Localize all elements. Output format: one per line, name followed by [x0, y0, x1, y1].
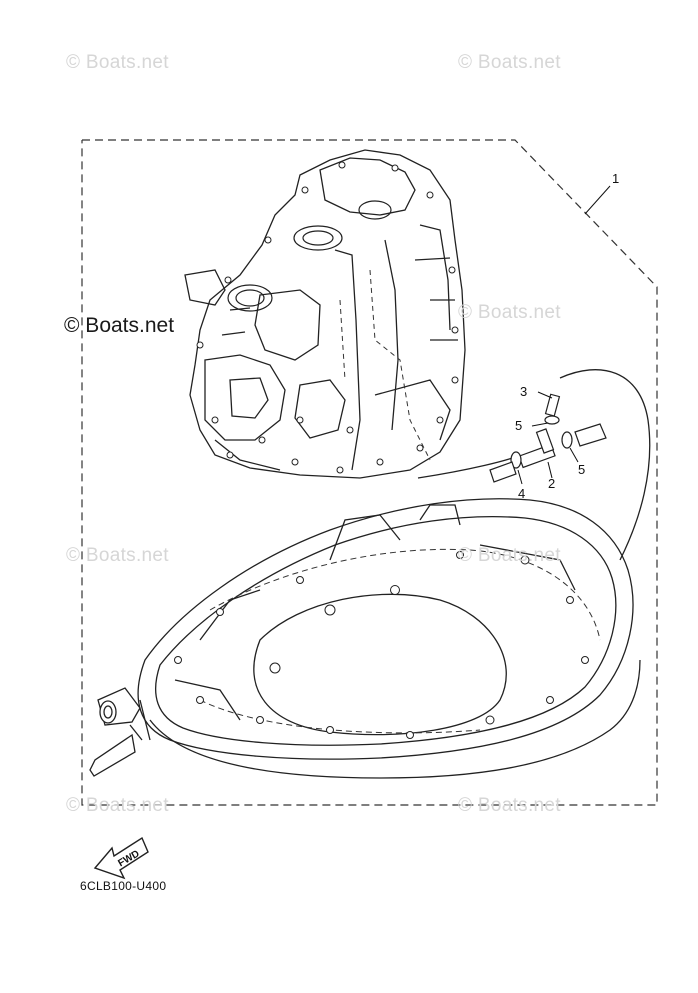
- callout-1[interactable]: 1: [612, 171, 620, 186]
- watermark-lower-left: © Boats.net: [66, 545, 169, 566]
- engine-bolts: [196, 161, 459, 474]
- diagram-code: 6CLB100-U400: [80, 879, 167, 893]
- engine-hidden-lines: [339, 269, 431, 461]
- fwd-arrow: FWD: [93, 836, 149, 880]
- bottom-cowling: [137, 498, 641, 779]
- watermark-bottom-right: © Boats.net: [458, 795, 561, 816]
- leader-1: [584, 185, 611, 215]
- watermark-top-right: © Boats.net: [458, 52, 561, 73]
- watermark-lower-right: © Boats.net: [458, 545, 561, 566]
- callout-3[interactable]: 3: [520, 384, 528, 399]
- callout-leaders: [517, 391, 579, 485]
- callout-5-upper[interactable]: 5: [515, 418, 523, 433]
- callout-4[interactable]: 4: [518, 486, 526, 501]
- watermark-bottom-left: © Boats.net: [66, 795, 169, 816]
- cowling-hidden-lines: [199, 548, 601, 734]
- assembly-boundary: [81, 139, 658, 806]
- cowling-bolts: [174, 551, 589, 739]
- engine-block: [184, 149, 466, 479]
- callout-2[interactable]: 2: [548, 476, 556, 491]
- watermark-main: © Boats.net: [64, 314, 175, 337]
- callout-5-lower[interactable]: 5: [578, 462, 586, 477]
- watermark-mid-right: © Boats.net: [458, 302, 561, 323]
- fitting-assembly: [489, 393, 607, 483]
- engine-throttle-body: [227, 200, 392, 312]
- watermark-top-left: © Boats.net: [66, 52, 169, 73]
- hose-long: [559, 369, 651, 561]
- cable-connector: [89, 687, 143, 777]
